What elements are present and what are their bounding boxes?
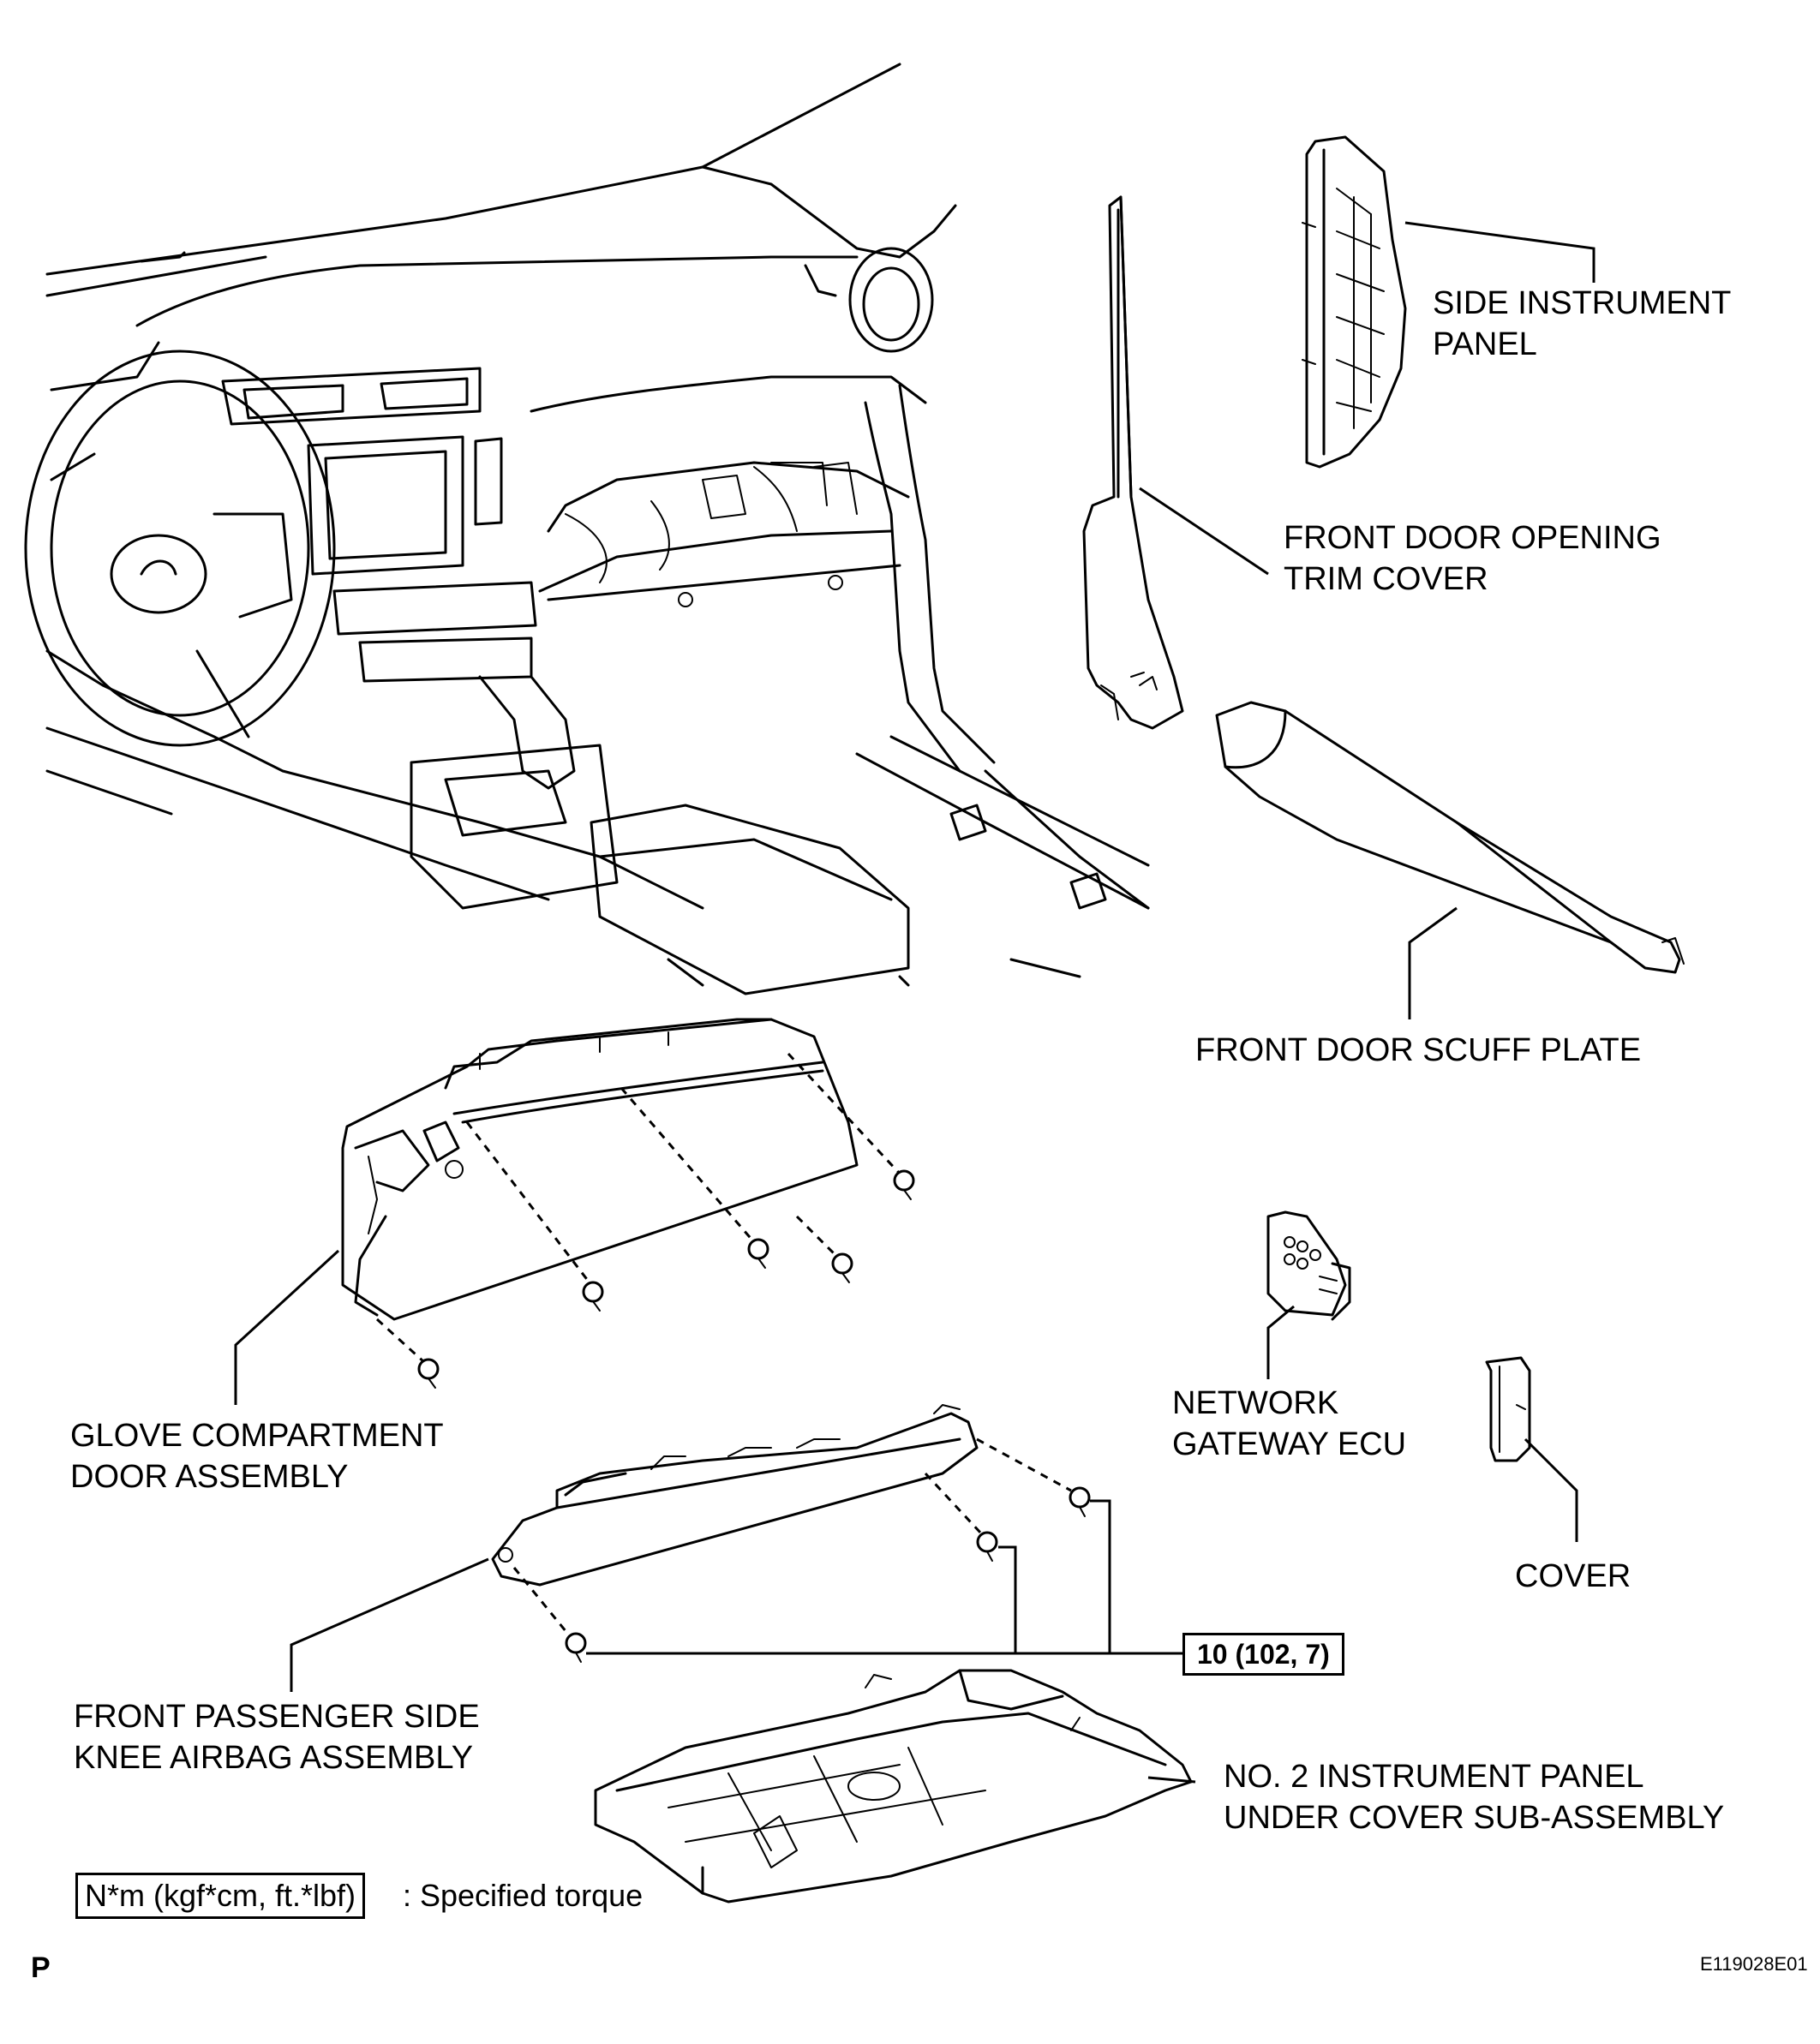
label-cover-line1: COVER bbox=[1515, 1558, 1631, 1594]
bolt-airbag-2 bbox=[976, 1531, 998, 1562]
corner-letter: P bbox=[31, 1951, 51, 1985]
label-front-door-opening-trim-cover-line2: TRIM COVER bbox=[1284, 561, 1488, 597]
leader-front-door-opening-trim-cover bbox=[1139, 487, 1269, 576]
knee-airbag-fasteners bbox=[512, 1437, 1182, 1663]
bolt-glove-1 bbox=[582, 1281, 604, 1312]
bolt-glove-2 bbox=[747, 1238, 769, 1269]
leader-no2-under-cover bbox=[1147, 1776, 1196, 1784]
bolt-airbag-3 bbox=[565, 1632, 587, 1663]
label-no2-instrument-panel-under-cover: NO. 2 INSTRUMENT PANEL UNDER COVER SUB-A… bbox=[1224, 1756, 1724, 1838]
leader-front-door-scuff-plate bbox=[1408, 906, 1458, 1019]
bolt-glove-4 bbox=[893, 1169, 915, 1200]
label-side-instrument-panel: SIDE INSTRUMENT PANEL bbox=[1433, 283, 1731, 365]
leader-network-gateway-ecu bbox=[1266, 1305, 1295, 1379]
figure-id: E119028E01 bbox=[1700, 1953, 1808, 1975]
bolt-airbag-1 bbox=[1069, 1486, 1091, 1517]
corner-letter-text: P bbox=[31, 1951, 51, 1984]
label-network-gateway-ecu-line2: GATEWAY ECU bbox=[1172, 1426, 1407, 1462]
side-instrument-panel-part bbox=[1302, 135, 1407, 469]
label-side-instrument-panel-line2: PANEL bbox=[1433, 326, 1537, 362]
bolt-glove-3 bbox=[831, 1252, 853, 1283]
torque-spec-box: 10 (102, 7) bbox=[1182, 1633, 1344, 1676]
legend-unit-text: N*m (kgf*cm, ft.*lbf) bbox=[85, 1878, 356, 1913]
label-glove-compartment-line1: GLOVE COMPARTMENT bbox=[70, 1418, 444, 1454]
label-side-instrument-panel-line1: SIDE INSTRUMENT bbox=[1433, 285, 1732, 321]
network-gateway-ecu-part bbox=[1266, 1210, 1351, 1321]
label-cover: COVER bbox=[1515, 1556, 1631, 1597]
front-door-scuff-plate-part bbox=[1215, 701, 1685, 974]
label-glove-compartment-line2: DOOR ASSEMBLY bbox=[70, 1459, 349, 1495]
label-network-gateway-ecu-line1: NETWORK bbox=[1172, 1385, 1339, 1421]
label-knee-airbag-line1: FRONT PASSENGER SIDE bbox=[74, 1699, 480, 1735]
glove-box-fasteners bbox=[375, 1052, 915, 1389]
torque-spec-value: 10 (102, 7) bbox=[1197, 1639, 1330, 1670]
label-knee-airbag-line2: KNEE AIRBAG ASSEMBLY bbox=[74, 1740, 474, 1776]
no2-instrument-panel-under-cover-part bbox=[594, 1669, 1193, 1904]
leader-cover bbox=[1524, 1437, 1578, 1542]
label-glove-compartment-door-assembly: GLOVE COMPARTMENT DOOR ASSEMBLY bbox=[70, 1415, 444, 1497]
label-knee-airbag-assembly: FRONT PASSENGER SIDE KNEE AIRBAG ASSEMBL… bbox=[74, 1696, 480, 1778]
figure-id-text: E119028E01 bbox=[1700, 1953, 1808, 1975]
label-front-door-scuff-plate: FRONT DOOR SCUFF PLATE bbox=[1195, 1030, 1641, 1071]
label-network-gateway-ecu: NETWORK GATEWAY ECU bbox=[1172, 1383, 1406, 1465]
dashboard-cabin-illustration bbox=[24, 63, 1150, 995]
bolt-glove-5 bbox=[417, 1358, 440, 1389]
leader-side-instrument-panel bbox=[1404, 221, 1595, 283]
leader-glove-compartment-door bbox=[234, 1249, 340, 1405]
label-front-door-opening-trim-cover-line1: FRONT DOOR OPENING bbox=[1284, 520, 1661, 556]
torque-leader-lines bbox=[586, 1499, 1182, 1655]
glove-compartment-door-assembly-part bbox=[341, 1018, 859, 1321]
label-front-door-scuff-plate-line1: FRONT DOOR SCUFF PLATE bbox=[1195, 1032, 1642, 1068]
front-door-opening-trim-cover-part bbox=[1082, 195, 1184, 730]
legend-unit-box: N*m (kgf*cm, ft.*lbf) bbox=[75, 1873, 366, 1919]
label-front-door-opening-trim-cover: FRONT DOOR OPENING TRIM COVER bbox=[1284, 517, 1661, 600]
label-no2-under-cover-line2: UNDER COVER SUB-ASSEMBLY bbox=[1224, 1800, 1725, 1836]
legend-description: : Specified torque bbox=[403, 1875, 643, 1916]
cover-part bbox=[1485, 1356, 1531, 1462]
leader-knee-airbag bbox=[290, 1557, 489, 1692]
legend-description-text: : Specified torque bbox=[403, 1878, 644, 1913]
knee-airbag-assembly-part bbox=[491, 1404, 979, 1587]
label-no2-under-cover-line1: NO. 2 INSTRUMENT PANEL bbox=[1224, 1759, 1644, 1795]
